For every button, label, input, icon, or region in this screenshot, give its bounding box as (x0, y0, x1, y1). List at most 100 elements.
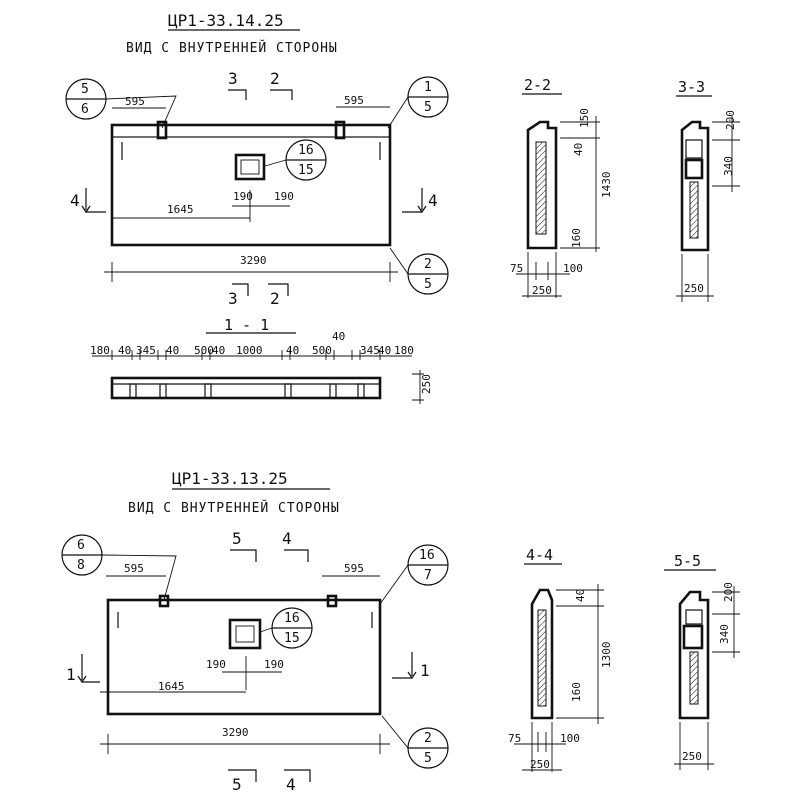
cut-3-top-mark (228, 89, 247, 100)
section-1-1-dim-2: 345 (136, 344, 156, 357)
section-1-1-ribs (129, 383, 365, 399)
callout-bottom-bottom-lower: 5 (424, 751, 432, 766)
section-2-2-d100: 100 (563, 262, 583, 275)
section-5-5-outline (678, 590, 710, 720)
section-4-4-d160: 160 (570, 682, 583, 702)
callout-center-bottom: 16 15 (259, 607, 313, 649)
section-3-3-outline (680, 120, 710, 252)
dim-190-right-b: 190 (264, 658, 284, 671)
panel-top-loop-right (334, 120, 346, 140)
cut-2-bottom-label: 2 (270, 289, 280, 308)
cut-5-top-mark (230, 549, 257, 562)
dim-1645: 1645 (167, 203, 194, 216)
cut-2-top-label: 2 (270, 69, 280, 88)
callout-center-bottom-upper: 16 (284, 611, 300, 626)
cut-4-right-mark (402, 188, 427, 214)
cut-1-right-mark (392, 652, 417, 680)
section-1-1-outline (110, 376, 382, 400)
section-2-2-d150: 150 (578, 108, 591, 128)
section-4-4-d250: 250 (530, 758, 550, 771)
section-4-4-d40: 40 (574, 589, 587, 602)
callout-left-bottom: 6 8 (61, 534, 177, 601)
cut-2-bottom-mark (268, 283, 289, 296)
dim-3290-b: 3290 (222, 726, 249, 739)
panel-top-opening (234, 153, 266, 181)
section-2-2-d250: 250 (532, 284, 552, 297)
section-3-3-hatch (689, 181, 699, 239)
section-2-2-d40: 40 (572, 143, 585, 156)
section-4-4-label: 4-4 (526, 546, 553, 564)
dim-1645-b: 1645 (158, 680, 185, 693)
callout-right-bottom: 16 7 (379, 544, 449, 605)
section-2-2-d1430: 1430 (600, 172, 613, 199)
callout-left-bottom-upper: 6 (77, 538, 85, 553)
cut-4-left-mark (81, 188, 106, 214)
section-5-5-group: 5-5 200 340 250 (664, 552, 740, 770)
section-5-5-d250: 250 (682, 750, 702, 763)
cut-5-bottom-label: 5 (232, 775, 242, 794)
dim-190-left-b: 190 (206, 658, 226, 671)
section-1-1-rib-5 (357, 383, 365, 399)
section-1-1-dim-9: 40 (332, 330, 345, 343)
cut-2-top-mark (270, 89, 293, 100)
panel-top-mark: ЦР1-33.14.25 (168, 11, 284, 30)
section-5-5-d200: 200 (722, 582, 735, 602)
panel-bottom-outline (106, 598, 382, 716)
panel-bottom-opening (228, 618, 262, 650)
cut-4-top-mark-b (284, 549, 309, 562)
dim-190-right: 190 (274, 190, 294, 203)
dim-190-left: 190 (233, 190, 253, 203)
cut-3-top-label: 3 (228, 69, 238, 88)
dim-595-right: 595 (344, 94, 364, 107)
section-3-3-opening (684, 158, 704, 180)
panel-top-outline (110, 123, 392, 247)
callout-center-top-lower: 15 (298, 163, 314, 178)
section-3-3-d200: 200 (724, 110, 737, 130)
section-2-2-d75: 75 (510, 262, 523, 275)
section-3-3-d340: 340 (722, 156, 735, 176)
section-5-5-hatch (689, 651, 699, 705)
panel-bottom-mark: ЦР1-33.13.25 (172, 469, 288, 488)
callout-bottom-top-upper: 2 (424, 257, 432, 272)
cut-4-bottom-label: 4 (286, 775, 296, 794)
panel-bottom-group: ЦР1-33.13.25 ВИД С ВНУТРЕННЕЙ СТОРОНЫ 6 … (61, 469, 449, 794)
section-1-1-dim-0: 180 (90, 344, 110, 357)
cut-5-top-label: 5 (232, 529, 242, 548)
cut-4-top-label-b: 4 (282, 529, 292, 548)
callout-center-bottom-lower: 15 (284, 631, 300, 646)
cut-4-bottom-mark (284, 769, 311, 782)
cut-4-left-label: 4 (70, 191, 80, 210)
section-2-2-outline (526, 120, 558, 250)
section-1-1-dim-8: 500 (312, 344, 332, 357)
section-1-1-dim-11: 40 (378, 344, 391, 357)
callout-right-bottom-lower: 7 (424, 568, 432, 583)
callout-right-top: 1 5 (387, 76, 449, 129)
section-1-1-dim-7: 40 (286, 344, 299, 357)
dim-595-left: 595 (125, 95, 145, 108)
callout-center-top: 16 15 (264, 139, 327, 181)
section-2-2-d160: 160 (570, 228, 583, 248)
callout-bottom-top-lower: 5 (424, 277, 432, 292)
section-4-4-hatch (537, 609, 547, 707)
section-4-4-d100: 100 (560, 732, 580, 745)
callout-bottom-bottom-upper: 2 (424, 731, 432, 746)
callout-left-top: 5 6 (65, 78, 177, 129)
callout-left-top-upper: 5 (81, 82, 89, 97)
callout-left-top-lower: 6 (81, 102, 89, 117)
section-1-1-dim-3: 40 (166, 344, 179, 357)
section-4-4-outline (530, 588, 554, 720)
cut-1-left-mark (77, 654, 100, 684)
section-1-1-rib-1 (159, 383, 167, 399)
callout-right-top-lower: 5 (424, 100, 432, 115)
section-1-1-rib-3 (284, 383, 292, 399)
panel-top-rib (111, 124, 391, 138)
section-5-5-d340: 340 (718, 624, 731, 644)
cut-4-right-label: 4 (428, 191, 438, 210)
cut-5-bottom-mark (228, 769, 257, 782)
cut-3-bottom-mark (232, 283, 249, 296)
section-4-4-group: 4-4 40 1300 160 75 100 250 (508, 546, 613, 772)
callout-center-top-upper: 16 (298, 143, 314, 158)
callout-bottom-bottom: 2 5 (381, 715, 449, 769)
